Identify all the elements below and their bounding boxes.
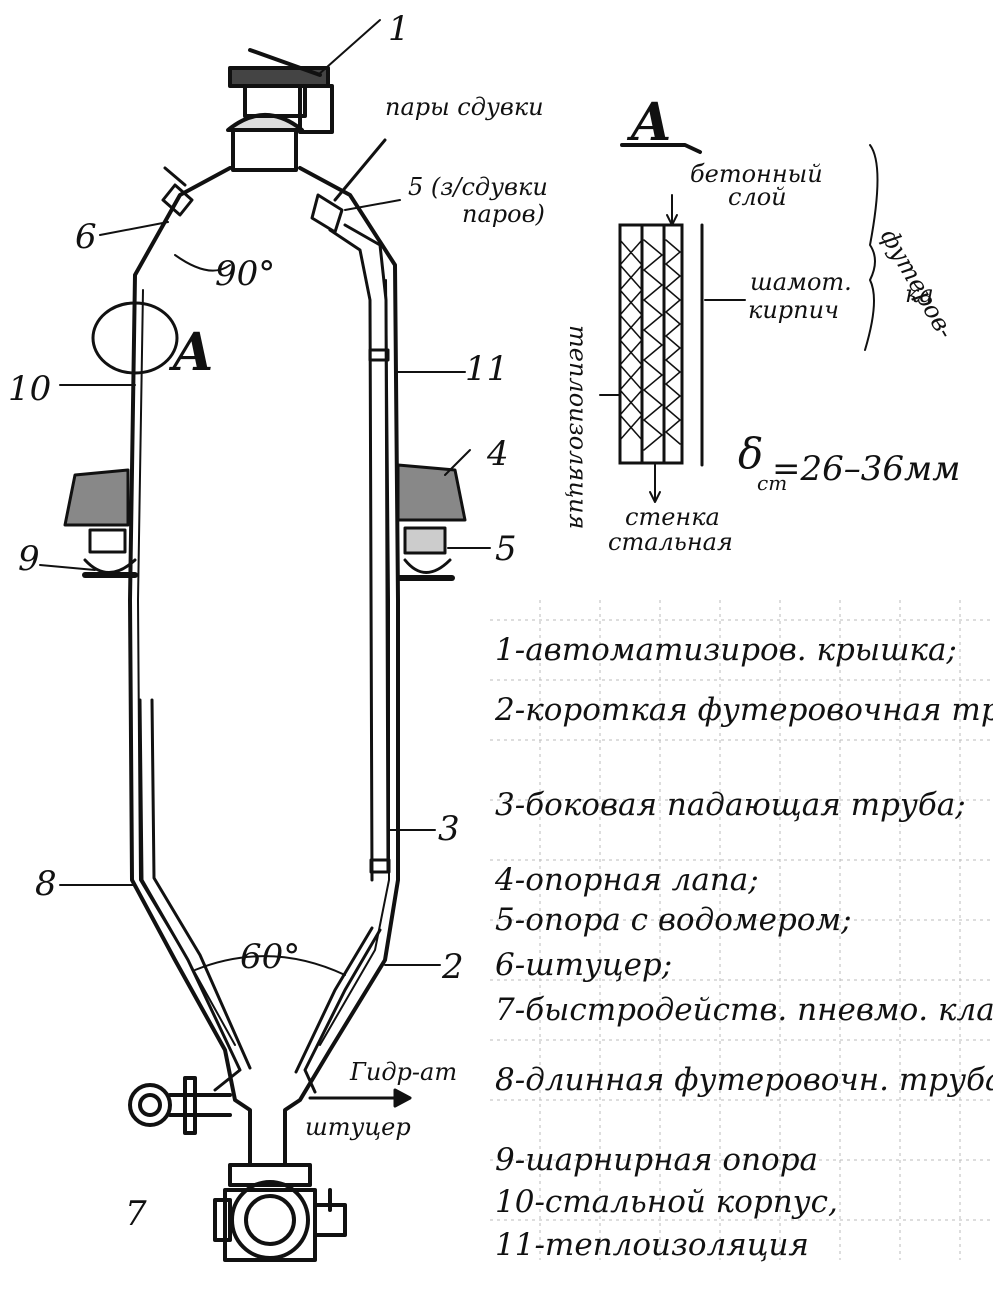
label-10: 10 [8,369,51,409]
legend-item: 11-теплоизоляция [495,1227,809,1263]
label-1: 1 [388,9,410,49]
label-8: 8 [35,864,57,904]
label-4: 4 [486,434,509,474]
blowdown-nozzle [310,138,387,234]
legend-item: 4-опорная лапа; [494,862,759,898]
legend-item: 6-штуцер; [495,947,672,983]
hinged-support [63,468,138,578]
angle-60-label: 60° [240,937,300,977]
legend-item: 2-короткая футеровочная труба; [494,692,993,728]
legend-item: 5-опора с водомером; [495,902,852,938]
lining-label-2: ка [905,280,934,308]
section-a-title: А [626,92,672,153]
legend-item: 7-быстродейств. пневмо. клапан; [495,992,993,1028]
steel-wall-label-2: стальная [608,528,733,556]
top-neck [226,113,304,172]
bottom-left-nozzle [128,1076,232,1135]
leader-lines [39,19,491,966]
automated-lid [228,48,334,134]
label-3: 3 [438,809,460,849]
concrete-layer-label-2: слой [728,183,787,211]
insulation-label: теплоизоляция [564,325,592,529]
nozzle-5-label-2: паров) [462,200,545,228]
legend-item: 9-шарнирная опора [495,1142,818,1178]
legend-item: 3-боковая падающая труба; [495,787,966,823]
short-lining-pipe [294,926,382,1094]
thickness-subscript: ст [757,471,787,495]
concrete-layer-label: бетонный [690,160,823,188]
section-a-detail [599,143,879,503]
legend-item: 8-длинная футеровочн. труба; [495,1062,993,1098]
notebook-grid [490,600,990,1260]
label-6: 6 [75,217,97,257]
angle-arcs [174,254,346,976]
section-a-label: А [168,322,214,383]
section-a-marker [91,301,179,375]
label-11: 11 [465,349,508,389]
label-2: 2 [441,947,464,987]
steel-wall-label: стенка [625,503,720,531]
nozzle-5-label: 5 (з/сдувки [408,173,548,201]
label-7: 7 [125,1194,147,1234]
long-lining-pipe [138,698,252,1092]
pneumatic-valve [213,1163,347,1262]
legend-item: 1-автоматизиров. крышка; [495,632,957,668]
nozzle-6 [161,166,194,217]
steam-blowdown-label: пары сдувки [385,93,544,121]
side-downcomer-pipe [328,223,391,882]
outlet-arrow [308,1088,412,1108]
label-5: 5 [495,529,517,569]
thickness-symbol: δ [738,429,763,478]
outlet-nozzle-label: штуцер [305,1113,411,1141]
legend: 1-автоматизиров. крышка; 2-короткая футе… [494,632,993,1263]
support-paw-4 [396,463,467,522]
outlet-label: Гидр-ат [349,1058,457,1086]
angle-90-label: 90° [215,254,275,294]
thickness-value: =26–36мм [772,449,960,489]
brick-label: шамот. [750,268,852,296]
label-9: 9 [18,539,40,579]
brick-label-2: кирпич [748,296,839,324]
support-with-water-meter [397,526,455,581]
steel-shell [128,166,400,1167]
legend-item: 10-стальной корпус, [495,1184,838,1220]
